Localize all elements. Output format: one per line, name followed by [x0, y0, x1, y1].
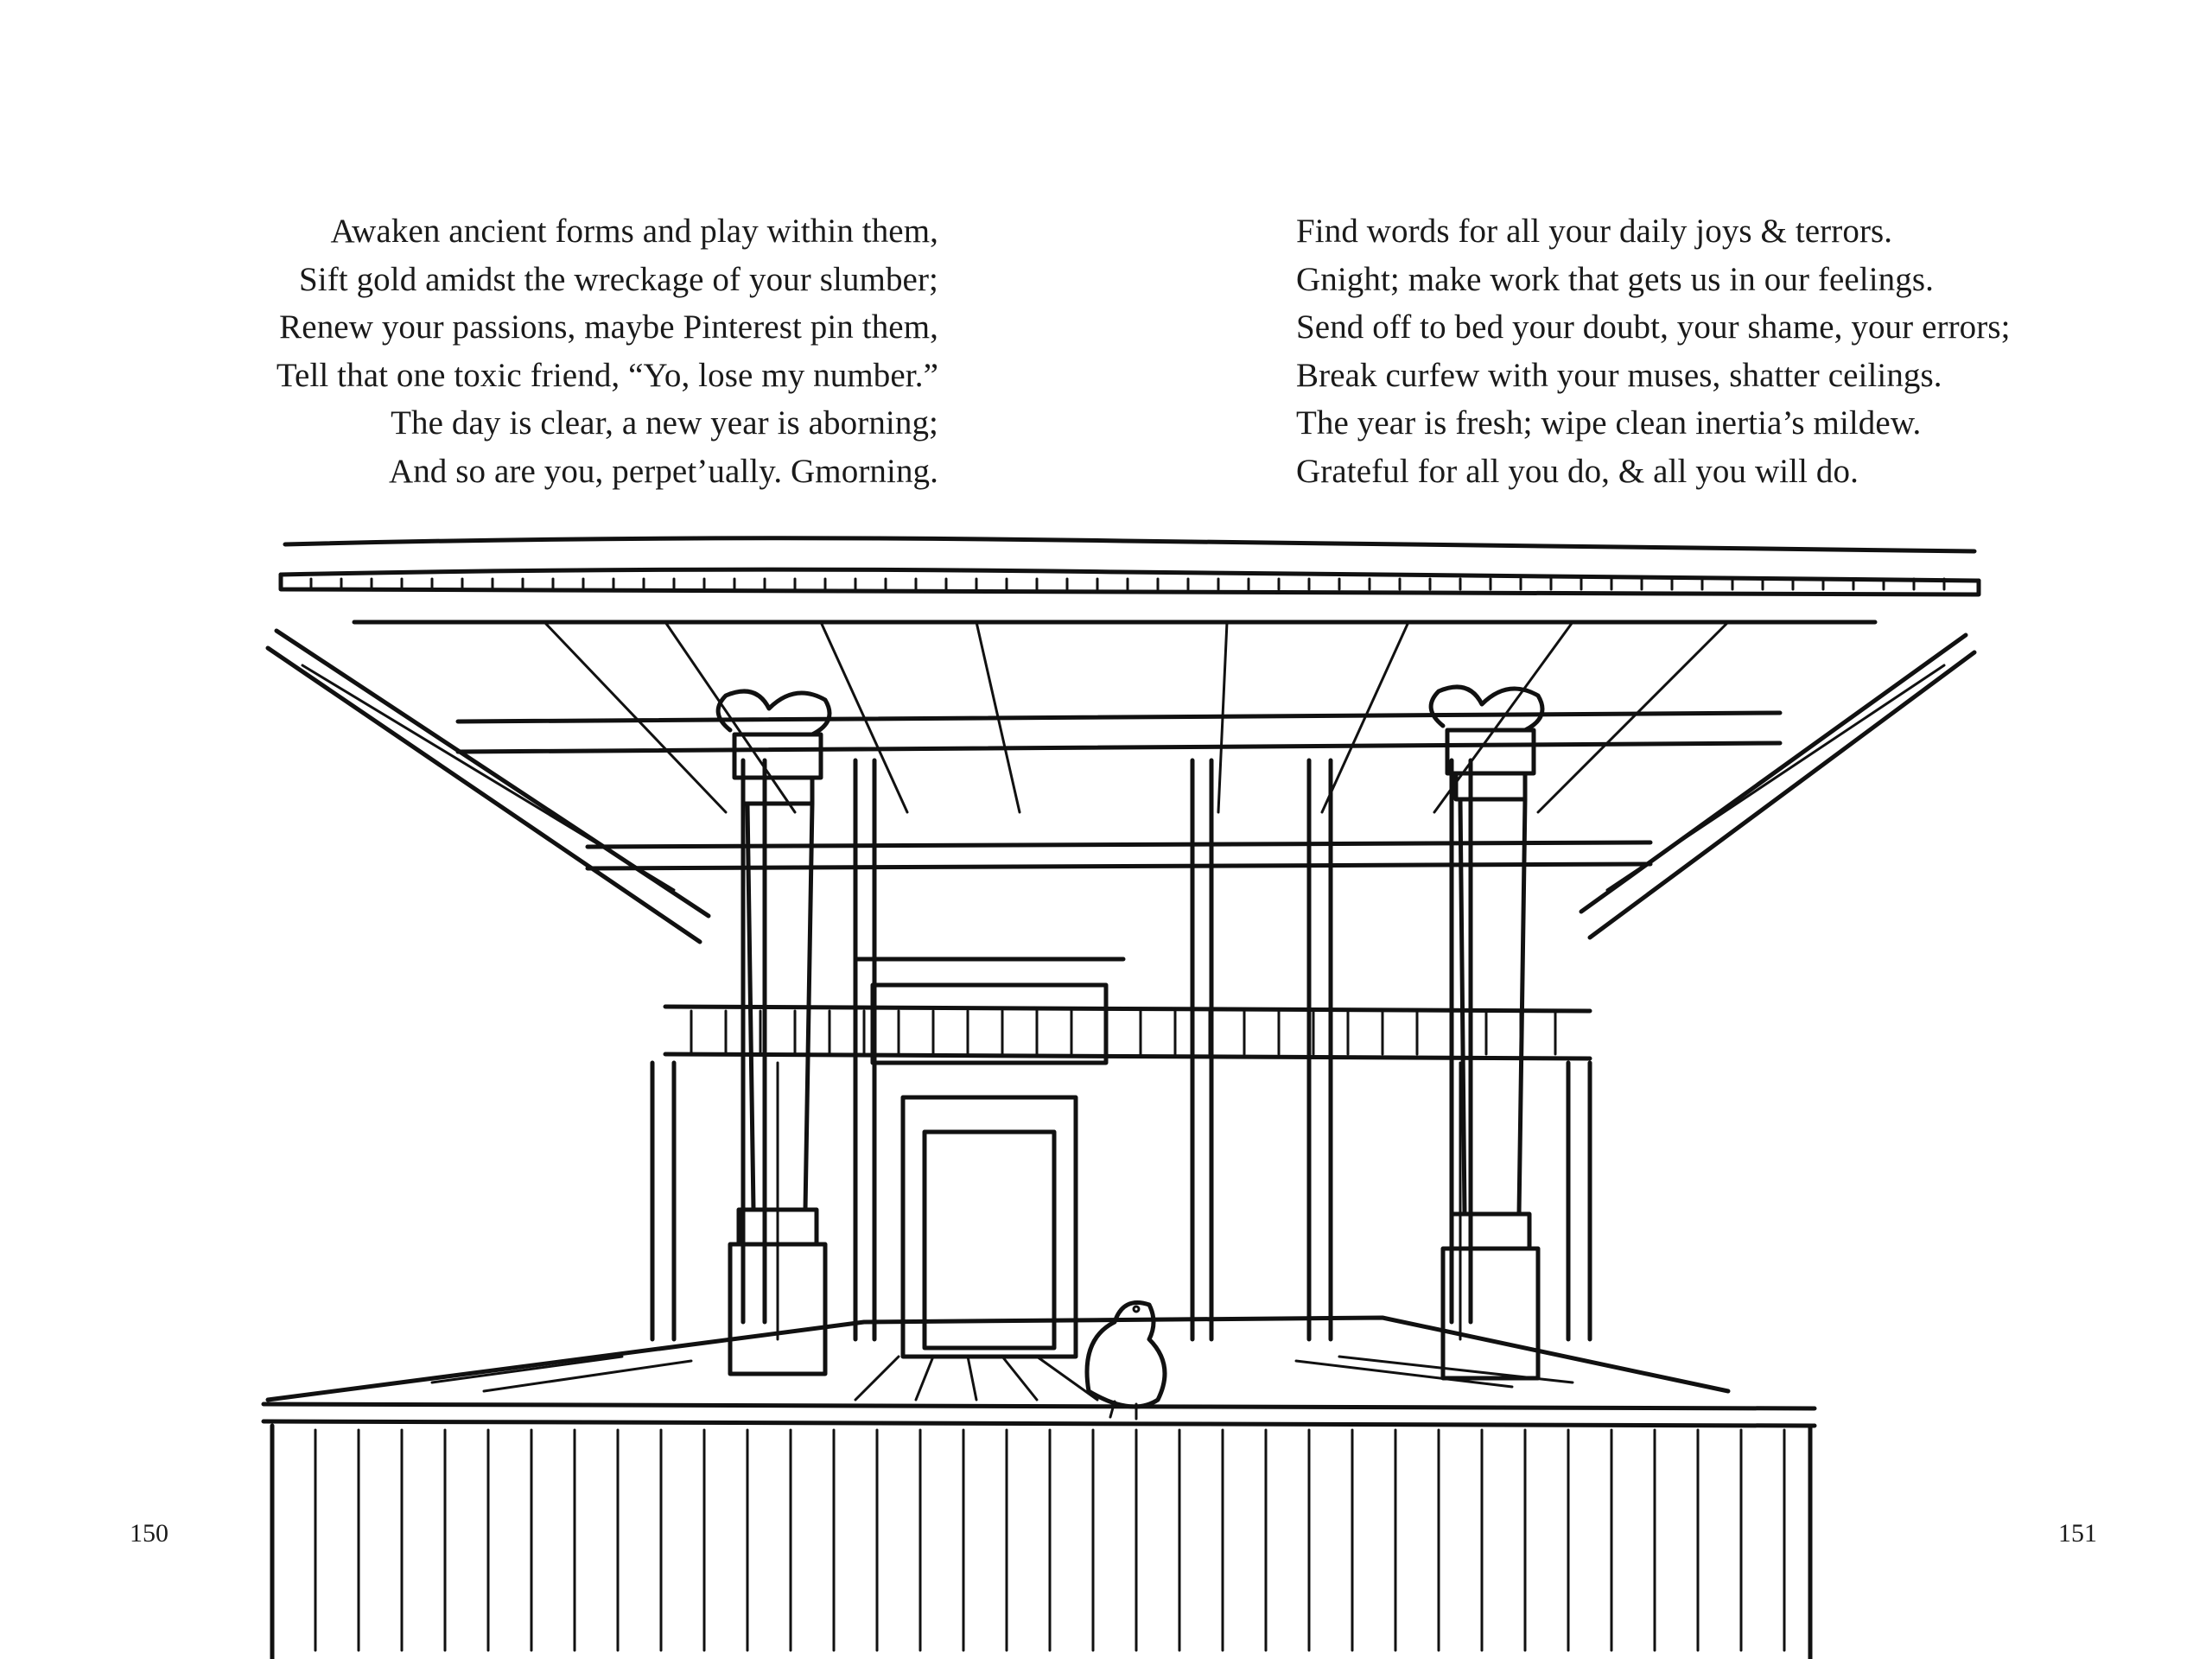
- poem-line: The day is clear, a new year is aborning…: [391, 404, 938, 442]
- poem-line: Break curfew with your muses, shatter ce…: [1296, 356, 1942, 394]
- right-poem: Find words for all your daily joys & ter…: [1296, 207, 2011, 495]
- page-number-right: 151: [2058, 1519, 2097, 1548]
- stage-floor: [261, 1315, 1817, 1428]
- inner-columns: [650, 758, 1592, 1342]
- poem-line: Tell that one toxic friend, “Yo, lose my…: [276, 356, 938, 394]
- poem-line: Renew your passions, maybe Pinterest pin…: [279, 308, 938, 346]
- poem-line: Sift gold amidst the wreckage of your sl…: [298, 260, 938, 298]
- poem-line: Find words for all your daily joys & ter…: [1296, 213, 1893, 250]
- stage-drawing: [261, 536, 1981, 1659]
- left-poem: Awaken ancient forms and play within the…: [276, 207, 938, 495]
- poem-line: Grateful for all you do, & all you will …: [1296, 452, 1859, 490]
- poem-line: Send off to bed your doubt, your shame, …: [1296, 308, 2011, 346]
- poem-line: The year is fresh; wipe clean inertia’s …: [1296, 404, 1922, 442]
- poem-line: Gnight; make work that gets us in our fe…: [1296, 260, 1934, 298]
- front-column-right: [1428, 684, 1545, 1381]
- bird-drawing: [1084, 1300, 1167, 1421]
- front-column-left: [715, 689, 832, 1376]
- back-wall: [776, 1061, 1462, 1359]
- poem-line: And so are you, perpet’ually. Gmorning.: [388, 452, 938, 490]
- stage-skirt: [270, 1423, 1813, 1659]
- page-number-left: 150: [130, 1519, 168, 1548]
- poem-line: Awaken ancient forms and play within the…: [330, 213, 938, 250]
- canopy: [265, 536, 1981, 944]
- theatre-stage-illustration: [259, 527, 1987, 1659]
